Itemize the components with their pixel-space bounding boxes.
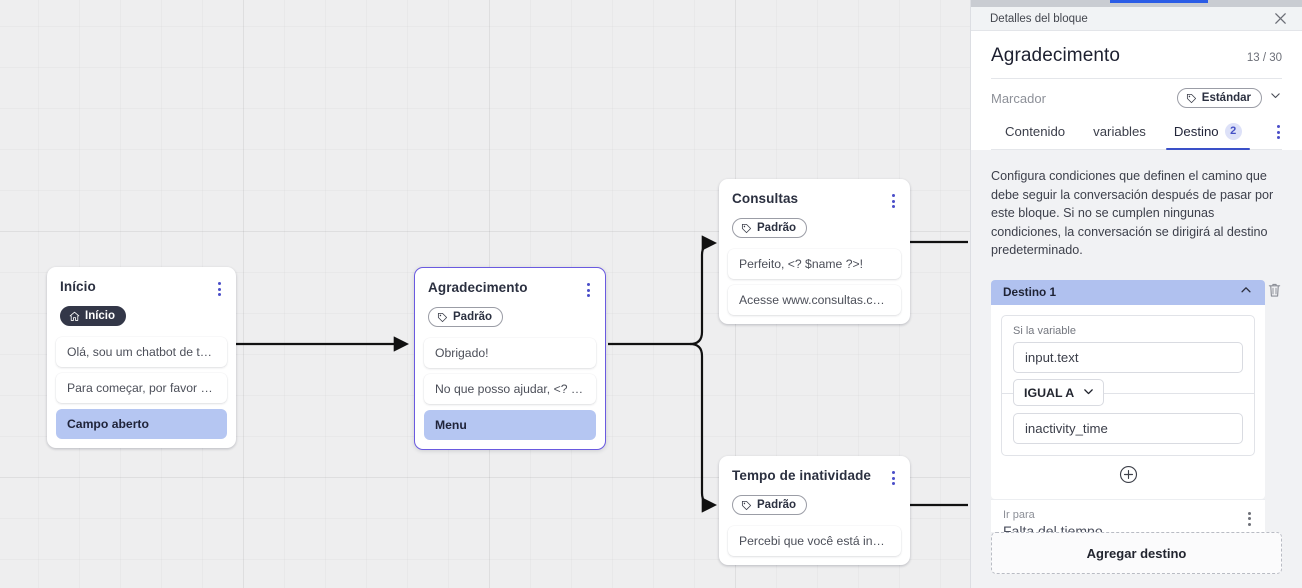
marcador-value-label: Estándar bbox=[1201, 92, 1251, 104]
tag-icon bbox=[741, 500, 752, 511]
node-item[interactable]: Para começar, por favor digite o ... bbox=[56, 372, 227, 403]
node-badge-row: Início bbox=[47, 299, 236, 337]
node-badge-label: Padrão bbox=[757, 222, 796, 234]
node-title: Consultas bbox=[732, 191, 799, 206]
tab-variables[interactable]: variables bbox=[1079, 124, 1160, 148]
node-item-list: Percebi que você está inativo. C... bbox=[719, 525, 910, 565]
node-badge-padrao: Padrão bbox=[428, 307, 503, 327]
home-icon bbox=[69, 311, 80, 322]
flow-canvas[interactable]: Início Início Olá, sou um chatbot de tes… bbox=[0, 0, 970, 588]
goto-card[interactable]: Ir para Falta del tiempo bbox=[991, 498, 1265, 533]
node-menu-icon[interactable] bbox=[890, 468, 897, 488]
panel-more-menu-icon[interactable] bbox=[1275, 122, 1282, 142]
panel-header: Detalles del bloque bbox=[971, 7, 1302, 31]
destination-title: Destino 1 bbox=[1003, 285, 1057, 299]
add-destination-button[interactable]: Agregar destino bbox=[991, 532, 1282, 574]
node-item[interactable]: No que posso ajudar, <? $name ... bbox=[424, 373, 596, 404]
node-item[interactable]: Obrigado! bbox=[424, 337, 596, 368]
char-counter: 13 / 30 bbox=[1246, 52, 1282, 64]
destination-body: Si la variable input.text IGUAL A inacti… bbox=[991, 304, 1265, 499]
marcador-label: Marcador bbox=[991, 90, 1046, 106]
tag-icon bbox=[437, 312, 448, 323]
panel-footer: Agregar destino bbox=[971, 532, 1302, 588]
panel-description: Configura condiciones que definen el cam… bbox=[991, 169, 1274, 257]
panel-tabs: Contenido variables Destino 2 bbox=[991, 108, 1282, 150]
destination-header[interactable]: Destino 1 bbox=[991, 279, 1265, 305]
chevron-up-icon[interactable] bbox=[1239, 283, 1253, 302]
tab-contenido[interactable]: Contenido bbox=[991, 124, 1079, 148]
flow-node-agradecimento[interactable]: Agradecimento Padrão Obrigado! No que po… bbox=[414, 267, 606, 450]
chevron-down-icon bbox=[1082, 385, 1095, 401]
node-item[interactable]: Perfeito, <? $name ?>! bbox=[728, 248, 901, 279]
goto-label: Ir para bbox=[1003, 508, 1035, 521]
chevron-down-icon[interactable] bbox=[1269, 89, 1282, 107]
node-title: Tempo de inatividade bbox=[732, 468, 872, 483]
tab-label: Destino bbox=[1173, 123, 1219, 139]
node-header: Consultas bbox=[719, 179, 910, 211]
tab-badge-count: 2 bbox=[1224, 122, 1242, 140]
panel-header-title: Detalles del bloque bbox=[990, 12, 1088, 25]
node-badge-row: Padrão bbox=[719, 211, 910, 249]
node-badge-row: Padrão bbox=[719, 488, 910, 526]
top-accent-bar bbox=[1110, 0, 1208, 3]
node-menu-icon[interactable] bbox=[890, 191, 897, 211]
operator-label: IGUAL A bbox=[1024, 385, 1075, 400]
node-item-list: Perfeito, <? $name ?>! Acesse www.consul… bbox=[719, 248, 910, 324]
node-title: Início bbox=[60, 279, 96, 294]
tab-destino[interactable]: Destino 2 bbox=[1160, 122, 1256, 150]
destination-block: Destino 1 Si la variable input.text bbox=[991, 279, 1282, 533]
condition-label: Si la variable bbox=[1013, 324, 1076, 337]
node-header: Tempo de inatividade bbox=[719, 456, 910, 488]
flow-node-inatividade[interactable]: Tempo de inatividade Padrão Percebi que … bbox=[719, 456, 910, 565]
node-badge-row: Padrão bbox=[415, 300, 605, 338]
node-item-list: Obrigado! No que posso ajudar, <? $name … bbox=[415, 337, 605, 449]
node-item[interactable]: Acesse www.consultas.com par... bbox=[728, 284, 901, 315]
node-menu-icon[interactable] bbox=[585, 280, 592, 300]
node-item[interactable]: Olá, sou um chatbot de teste! bbox=[56, 336, 227, 367]
marcador-row: Marcador Estándar bbox=[991, 79, 1282, 108]
goto-text-group: Ir para Falta del tiempo bbox=[1003, 509, 1103, 533]
flow-node-inicio[interactable]: Início Início Olá, sou um chatbot de tes… bbox=[47, 267, 236, 448]
goto-value: Falta del tiempo bbox=[1003, 522, 1103, 533]
tab-label: variables bbox=[1093, 123, 1146, 139]
node-header: Início bbox=[47, 267, 236, 299]
marcador-value-pill[interactable]: Estándar bbox=[1176, 88, 1262, 108]
title-row: Agradecimento 13 / 30 bbox=[991, 45, 1282, 67]
tag-icon bbox=[741, 223, 752, 234]
block-details-panel: Detalles del bloque Agradecimento 13 / 3… bbox=[970, 0, 1302, 588]
node-item[interactable]: Campo aberto bbox=[56, 408, 227, 439]
close-icon[interactable] bbox=[1273, 11, 1288, 26]
goto-menu-icon[interactable] bbox=[1246, 509, 1253, 529]
divider bbox=[991, 78, 1282, 79]
node-badge-inicio: Início bbox=[60, 306, 127, 326]
condition-card: Si la variable input.text IGUAL A inacti… bbox=[1001, 314, 1255, 456]
variable-field[interactable]: input.text bbox=[1013, 341, 1243, 373]
node-header: Agradecimento bbox=[415, 268, 605, 300]
node-title: Agradecimento bbox=[428, 280, 528, 295]
panel-top-strip bbox=[971, 0, 1302, 7]
tag-icon bbox=[1186, 93, 1197, 104]
panel-body: Configura condiciones que definen el cam… bbox=[971, 150, 1302, 532]
node-item-list: Olá, sou um chatbot de teste! Para começ… bbox=[47, 336, 236, 448]
trash-icon[interactable] bbox=[1267, 282, 1282, 303]
node-badge-padrao: Padrão bbox=[732, 218, 807, 238]
operator-select[interactable]: IGUAL A bbox=[1013, 379, 1105, 406]
node-badge-label: Padrão bbox=[757, 499, 796, 511]
node-item[interactable]: Menu bbox=[424, 409, 596, 440]
compare-value-field[interactable]: inactivity_time bbox=[1013, 412, 1243, 444]
panel-title-area: Agradecimento 13 / 30 Marcador Estándar bbox=[971, 31, 1302, 150]
page-title: Agradecimento bbox=[991, 45, 1121, 66]
flow-node-consultas[interactable]: Consultas Padrão Perfeito, <? $name ?>! … bbox=[719, 179, 910, 324]
node-item[interactable]: Percebi que você está inativo. C... bbox=[728, 525, 901, 556]
node-badge-padrao: Padrão bbox=[732, 495, 807, 515]
tab-label: Contenido bbox=[1005, 123, 1066, 139]
add-condition-row bbox=[1001, 456, 1255, 491]
plus-circle-icon[interactable] bbox=[1119, 465, 1138, 489]
marcador-control[interactable]: Estándar bbox=[1176, 88, 1282, 108]
node-badge-label: Padrão bbox=[453, 311, 492, 323]
node-badge-label: Início bbox=[85, 310, 116, 322]
operator-row: IGUAL A bbox=[1002, 373, 1254, 413]
node-menu-icon[interactable] bbox=[216, 279, 223, 299]
